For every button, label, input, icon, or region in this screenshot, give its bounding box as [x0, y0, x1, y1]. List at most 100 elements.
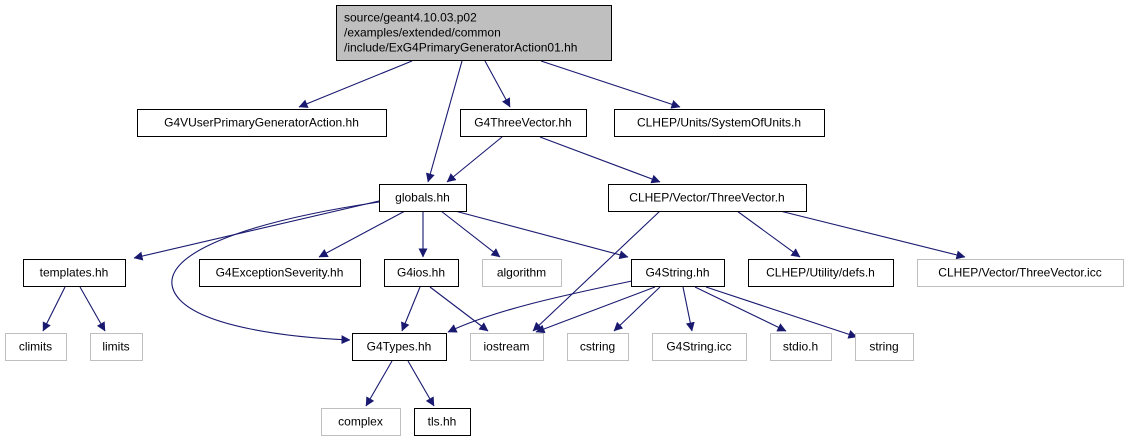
edge-g4string-to-iostream [535, 286, 656, 334]
node-label: stdio.h [783, 340, 818, 354]
edge-clhep_threevector-to-iostream [532, 210, 661, 332]
edge-g4threevector-to-clhep_threevector [539, 136, 661, 184]
node-box [23, 259, 126, 287]
node-box [352, 333, 447, 361]
node-box [614, 109, 825, 137]
node-box [567, 333, 629, 361]
node-label: source/geant4.10.03.p02 [344, 11, 477, 25]
node-clhep-threevector[interactable]: CLHEP/Vector/ThreeVector.h [608, 184, 807, 212]
edge-g4ios-to-g4types [401, 286, 421, 332]
node-box [470, 333, 544, 361]
edge-g4ios-to-iostream [429, 286, 489, 332]
node-cstring: cstring [567, 333, 629, 361]
node-g4exceptionseverity[interactable]: G4ExceptionSeverity.hh [199, 259, 361, 287]
node-label: templates.hh [40, 266, 109, 280]
edge-g4string-to-cstring [613, 286, 661, 332]
edge-g4string-to-stdio [694, 286, 787, 332]
node-label: CLHEP/Units/SystemOfUnits.h [637, 116, 801, 130]
node-g4string[interactable]: G4String.hh [631, 259, 725, 287]
file-nodes: source/geant4.10.03.p02/examples/extende… [5, 5, 1124, 436]
node-complex: complex [321, 408, 401, 436]
node-label: G4ios.hh [397, 266, 445, 280]
node-stdio: stdio.h [770, 333, 832, 361]
node-box [855, 333, 914, 361]
node-box [748, 259, 894, 287]
edge-globals-to-g4exceptionseverity [318, 210, 406, 258]
edge-g4threevector-to-globals [446, 136, 503, 183]
node-box [460, 109, 587, 137]
node-globals[interactable]: globals.hh [379, 184, 467, 212]
node-label: G4String.icc [666, 340, 731, 354]
edge-globals-to-g4types [171, 201, 380, 345]
node-string: string [855, 333, 914, 361]
edge-g4string-to-g4types [447, 280, 633, 333]
node-algorithm: algorithm [482, 259, 562, 287]
dependency-edges [42, 60, 966, 407]
node-label: CLHEP/Vector/ThreeVector.h [629, 191, 784, 205]
edge-globals-to-templates [133, 200, 380, 261]
node-box [321, 408, 401, 436]
node-label: G4VUserPrimaryGeneratorAction.hh [164, 116, 359, 130]
node-g4string-icc: G4String.icc [652, 333, 747, 361]
node-box [917, 259, 1124, 287]
edge-templates-to-limits [79, 286, 106, 332]
node-g4ios[interactable]: G4ios.hh [384, 259, 459, 287]
edge-g4types-to-tls [407, 360, 435, 407]
edge-root-to-g4vuser [298, 60, 413, 108]
node-box [770, 333, 832, 361]
node-label: G4ThreeVector.hh [474, 116, 571, 130]
node-limits: limits [90, 333, 143, 361]
edge-globals-to-algorithm [440, 210, 501, 258]
node-label: G4String.hh [645, 266, 709, 280]
node-defs[interactable]: CLHEP/Utility/defs.h [748, 259, 894, 287]
node-box [631, 259, 725, 287]
node-box [90, 333, 143, 361]
edge-root-to-systemofunits [540, 60, 681, 109]
node-box [199, 259, 361, 287]
node-label: CLHEP/Vector/ThreeVector.icc [938, 266, 1101, 280]
node-box [5, 333, 67, 361]
node-box [608, 184, 807, 212]
node-label: string [869, 340, 898, 354]
node-label: tls.hh [428, 415, 457, 429]
node-label: CLHEP/Utility/defs.h [766, 266, 875, 280]
edge-root-to-g4threevector [484, 60, 511, 108]
edge-g4string-to-g4string_icc [682, 286, 695, 332]
edge-templates-to-climits [42, 286, 66, 332]
edge-clhep_threevector-to-threevector_icc [779, 210, 966, 260]
node-label: G4Types.hh [367, 340, 432, 354]
node-root[interactable]: source/geant4.10.03.p02/examples/extende… [336, 5, 612, 61]
node-label: climits [19, 340, 52, 354]
node-box [652, 333, 747, 361]
node-box [137, 109, 387, 137]
node-systemofunits[interactable]: CLHEP/Units/SystemOfUnits.h [614, 109, 825, 137]
node-label: iostream [483, 340, 529, 354]
edge-g4string-to-string [705, 286, 858, 339]
node-g4vuser[interactable]: G4VUserPrimaryGeneratorAction.hh [137, 109, 387, 137]
node-label: /examples/extended/common [344, 26, 501, 40]
node-label: globals.hh [395, 191, 450, 205]
node-label: /include/ExG4PrimaryGeneratorAction01.hh [344, 41, 577, 55]
node-box [414, 408, 471, 436]
node-box [379, 184, 467, 212]
edge-globals-to-g4string [454, 210, 629, 260]
node-tls[interactable]: tls.hh [414, 408, 471, 436]
node-g4types[interactable]: G4Types.hh [352, 333, 447, 361]
node-label: G4ExceptionSeverity.hh [216, 266, 344, 280]
node-label: cstring [580, 340, 615, 354]
node-label: complex [338, 415, 383, 429]
edge-clhep_threevector-to-defs [736, 210, 801, 258]
node-box [482, 259, 562, 287]
node-box [384, 259, 459, 287]
node-label: algorithm [497, 266, 546, 280]
node-threevector-icc: CLHEP/Vector/ThreeVector.icc [917, 259, 1124, 287]
node-climits: climits [5, 333, 67, 361]
edge-root-to-globals [425, 60, 463, 183]
edge-g4types-to-complex [365, 360, 393, 407]
node-label: limits [102, 340, 129, 354]
node-iostream: iostream [470, 333, 544, 361]
node-box [336, 5, 612, 61]
node-templates[interactable]: templates.hh [23, 259, 126, 287]
node-g4threevector[interactable]: G4ThreeVector.hh [460, 109, 587, 137]
